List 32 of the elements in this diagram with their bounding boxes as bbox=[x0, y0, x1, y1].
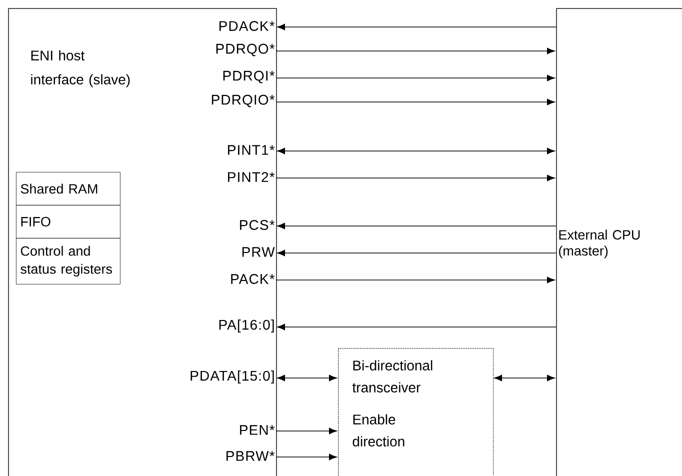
signal-label: PDRQIO* bbox=[212, 94, 275, 108]
signal-label: PCS* bbox=[240, 220, 275, 230]
arrow bbox=[276, 454, 337, 460]
arrow bbox=[276, 174, 555, 182]
signal-label: PACK* bbox=[231, 274, 275, 284]
transceiver-box: Bi-directional transceiver Enable direction bbox=[338, 348, 494, 476]
signal-label: PDATA[15:0] bbox=[190, 370, 274, 384]
arrow bbox=[276, 276, 555, 284]
signal-label: PA[16:0] bbox=[219, 319, 274, 333]
table-cell: Shared RAM bbox=[16, 172, 120, 206]
arrow bbox=[277, 250, 556, 256]
arrow bbox=[494, 374, 555, 382]
signal-label: PINT1* bbox=[228, 145, 275, 155]
arrow bbox=[277, 222, 556, 230]
arrow bbox=[277, 24, 556, 30]
signal-label: PRW bbox=[242, 247, 275, 257]
arrow bbox=[276, 74, 555, 82]
arrow bbox=[276, 428, 337, 434]
table-cell: Control and status registers bbox=[16, 238, 120, 284]
arrow bbox=[276, 48, 555, 54]
arrow bbox=[277, 324, 556, 330]
arrow bbox=[276, 98, 555, 106]
table-cell: FIFO bbox=[16, 205, 120, 238]
signal-label: PBRW* bbox=[226, 451, 275, 461]
cpu-box: External CPU (master) bbox=[556, 8, 682, 476]
signal-label: PINT2* bbox=[228, 172, 275, 182]
signal-label: PDRQO* bbox=[216, 44, 275, 56]
signal-label: PDRQI* bbox=[223, 70, 275, 84]
signal-label: PDACK* bbox=[219, 21, 275, 31]
arrow bbox=[277, 374, 337, 382]
signal-label: PEN* bbox=[240, 425, 275, 435]
arrow bbox=[277, 148, 555, 154]
